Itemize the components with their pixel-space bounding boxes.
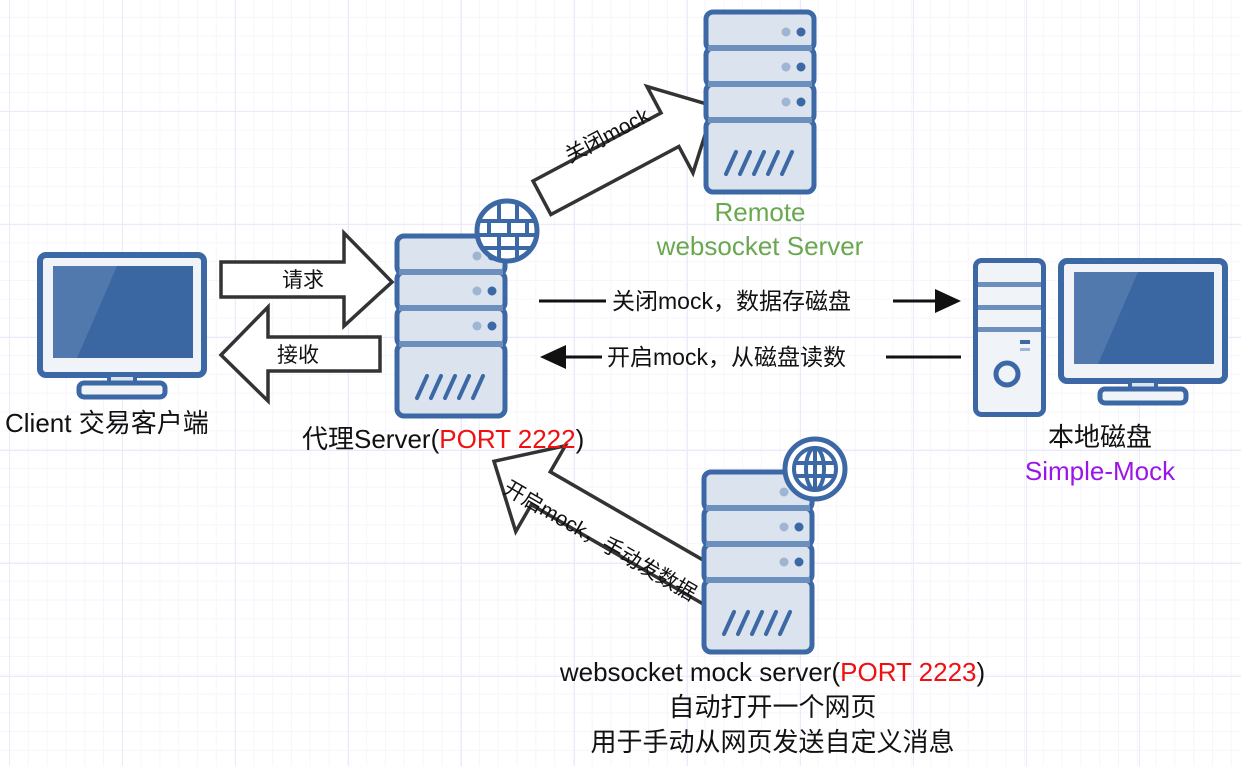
local-disk-label: 本地磁盘 (1047, 422, 1152, 452)
proxy-label-prefix: 代理Server( (302, 424, 440, 454)
globe-icon (782, 436, 848, 502)
receive-label: 接收 (277, 344, 319, 367)
receive-arrow (218, 302, 382, 406)
open-mock-disk-label: 开启mock，从磁盘读数 (607, 344, 846, 370)
remote-label-line1: Remote (714, 197, 806, 227)
close-mock-disk-label: 关闭mock，数据存磁盘 (612, 288, 851, 314)
firewall-icon (474, 198, 540, 264)
mock-server-desc-line1: 自动打开一个网页 (668, 692, 877, 722)
client-monitor-icon (40, 255, 204, 397)
simple-mock-label: Simple-Mock (1024, 456, 1176, 486)
close-mock-disk-arrow (539, 289, 961, 313)
mock-server-label: websocket mock server(PORT 2223) (470, 657, 1075, 687)
mock-server-desc-line2: 用于手动从网页发送自定义消息 (590, 727, 955, 757)
mock-server-label-prefix: websocket mock server( (559, 657, 841, 687)
disk-monitor-icon (1061, 261, 1225, 403)
remote-server-icon (706, 12, 814, 192)
mock-server-port: PORT 2223 (840, 657, 977, 687)
mock-server-label-suffix: ) (976, 657, 986, 687)
mock-server-icon (704, 472, 812, 652)
proxy-port: PORT 2222 (439, 424, 576, 454)
request-arrow (219, 228, 395, 330)
remote-label-line2: websocket Server (656, 231, 864, 261)
pc-tower-icon (973, 258, 1046, 417)
proxy-label: 代理Server(PORT 2222) (302, 424, 584, 454)
request-label: 请求 (282, 269, 324, 292)
client-label: Client 交易客户端 (5, 408, 209, 438)
open-mock-disk-arrow (540, 345, 961, 369)
proxy-server-icon (397, 236, 505, 416)
proxy-label-suffix: ) (575, 424, 585, 454)
